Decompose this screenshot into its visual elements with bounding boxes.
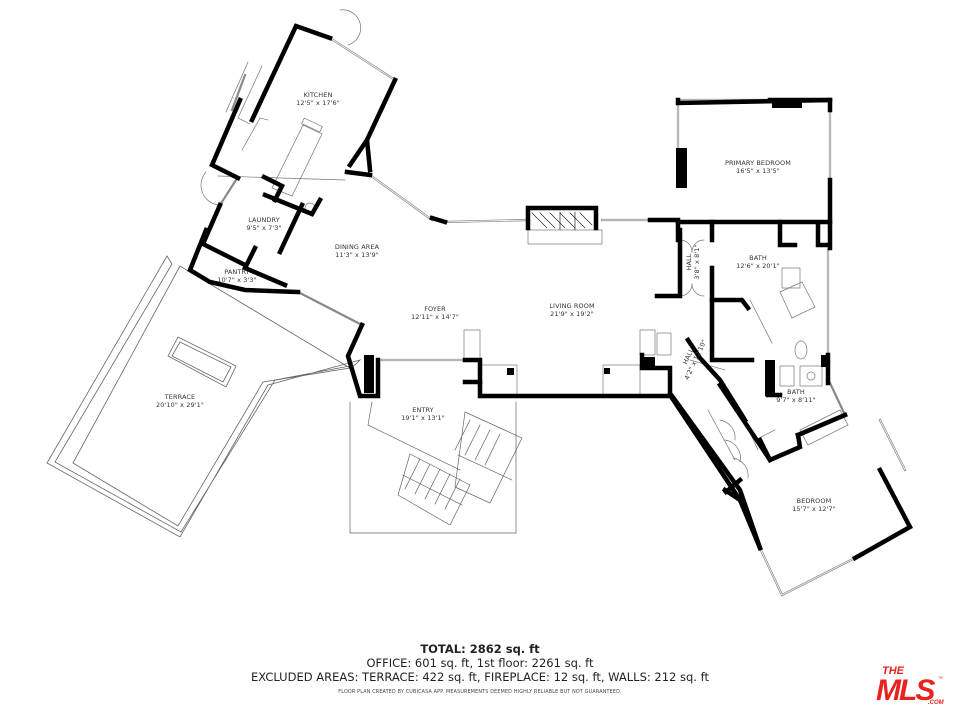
the-mls-logo: THE MLS .COM ™ (876, 662, 948, 707)
room-dimensions: 20'10" x 29'1" (156, 401, 204, 409)
room-dimensions: 19'1" x 13'1" (401, 414, 445, 422)
room-dimensions: 10'7" x 3'3" (217, 276, 257, 284)
svg-text:MLS: MLS (876, 674, 935, 706)
floor-plan-drawing (46, 9, 914, 597)
room-name: BATH (787, 388, 805, 396)
mls-logo-icon: THE MLS .COM ™ (876, 665, 945, 707)
room-dimensions: 12'5" x 17'6" (296, 99, 340, 107)
room-name: HALL (685, 253, 693, 271)
room-name: BATH (749, 254, 767, 262)
svg-text:™: ™ (938, 676, 943, 682)
svg-text:.COM: .COM (928, 700, 945, 706)
excluded-areas: EXCLUDED AREAS: TERRACE: 422 sq. ft, FIR… (251, 670, 709, 684)
room-name: BEDROOM (796, 497, 832, 505)
room-dimensions: 12'11" x 14'7" (411, 313, 459, 321)
room-dimensions: 12'6" x 20'1" (736, 262, 780, 270)
office-floor-area: OFFICE: 601 sq. ft, 1st floor: 2261 sq. … (366, 656, 594, 670)
disclaimer: FLOOR PLAN CREATED BY CUBICASA APP. MEAS… (338, 690, 622, 695)
terrace-outline (46, 255, 362, 538)
room-dimensions: 11'3" x 13'9" (335, 251, 379, 259)
room-dimensions: 9'7" x 8'11" (776, 396, 816, 404)
room-name: DINING AREA (334, 243, 380, 251)
room-dimensions: 16'5" x 13'5" (736, 167, 780, 175)
room-name: PANTRY (224, 268, 250, 276)
room-dimensions: 9'5" x 7'3" (246, 224, 282, 232)
svg-text:THE: THE (882, 665, 905, 677)
room-dimensions: 21'9" x 19'2" (550, 310, 594, 318)
room-name: PRIMARY BEDROOM (725, 159, 791, 167)
room-name: FOYER (424, 305, 446, 313)
room-dimensions: 3'8" x 8'1" (693, 244, 701, 280)
room-name: TERRACE (164, 393, 196, 401)
area-summary: TOTAL: 2862 sq. ft OFFICE: 601 sq. ft, 1… (0, 642, 960, 695)
room-name: LAUNDRY (248, 216, 280, 224)
total-area: TOTAL: 2862 sq. ft (420, 642, 540, 656)
room-name: LIVING ROOM (549, 302, 595, 310)
room-name: ENTRY (412, 406, 434, 414)
room-dimensions: 15'7" x 12'7" (792, 505, 836, 513)
room-name: KITCHEN (303, 91, 333, 99)
entry-outline (349, 401, 523, 534)
